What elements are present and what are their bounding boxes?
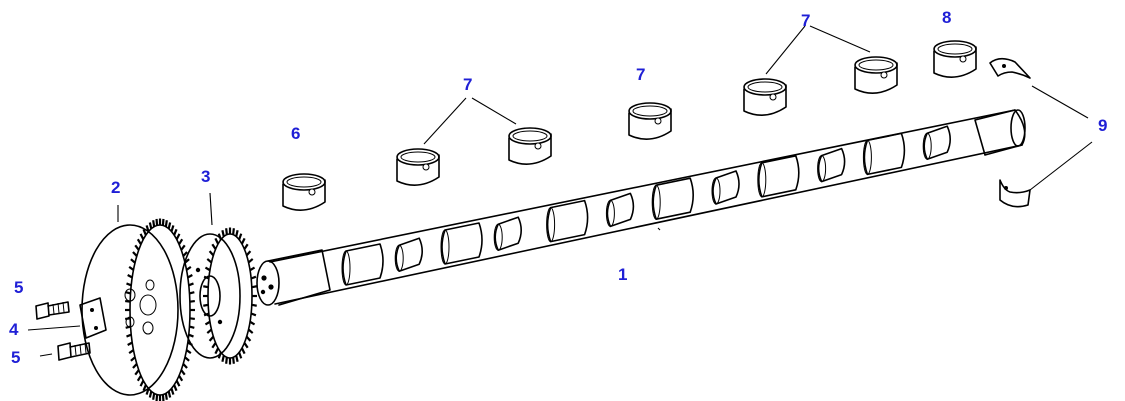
thrust-washer-lower [999, 179, 1031, 208]
cam-lobes [341, 125, 951, 286]
retaining-plate [79, 297, 107, 339]
callout-7-right: 7 [801, 11, 811, 30]
bushing-7-d [743, 78, 787, 116]
callout-7-left: 7 [463, 75, 473, 94]
camshaft [256, 109, 1026, 306]
callout-9: 9 [1098, 116, 1108, 135]
idler-gear [179, 227, 257, 365]
callout-2: 2 [111, 178, 121, 197]
leader-lines [27, 25, 1093, 357]
callout-5-lower: 5 [11, 348, 21, 367]
callout-4: 4 [9, 320, 19, 339]
callout-1: 1 [618, 265, 628, 284]
bushing-7-a [396, 148, 440, 186]
bolt-lower [57, 342, 91, 361]
thrust-washer-upper [989, 57, 1031, 79]
callout-8: 8 [942, 8, 952, 27]
bolt-upper [35, 301, 70, 320]
bushing-6 [282, 173, 326, 211]
bushing-7-e [854, 56, 898, 94]
bushing-8 [933, 40, 977, 78]
bushing-7-c [628, 102, 672, 140]
callout-7-middle: 7 [636, 65, 646, 84]
callout-6: 6 [291, 124, 301, 143]
bushing-7-b [508, 127, 552, 165]
callout-3: 3 [201, 167, 211, 186]
callout-5-upper: 5 [14, 278, 24, 297]
camshaft-gear [81, 218, 195, 401]
